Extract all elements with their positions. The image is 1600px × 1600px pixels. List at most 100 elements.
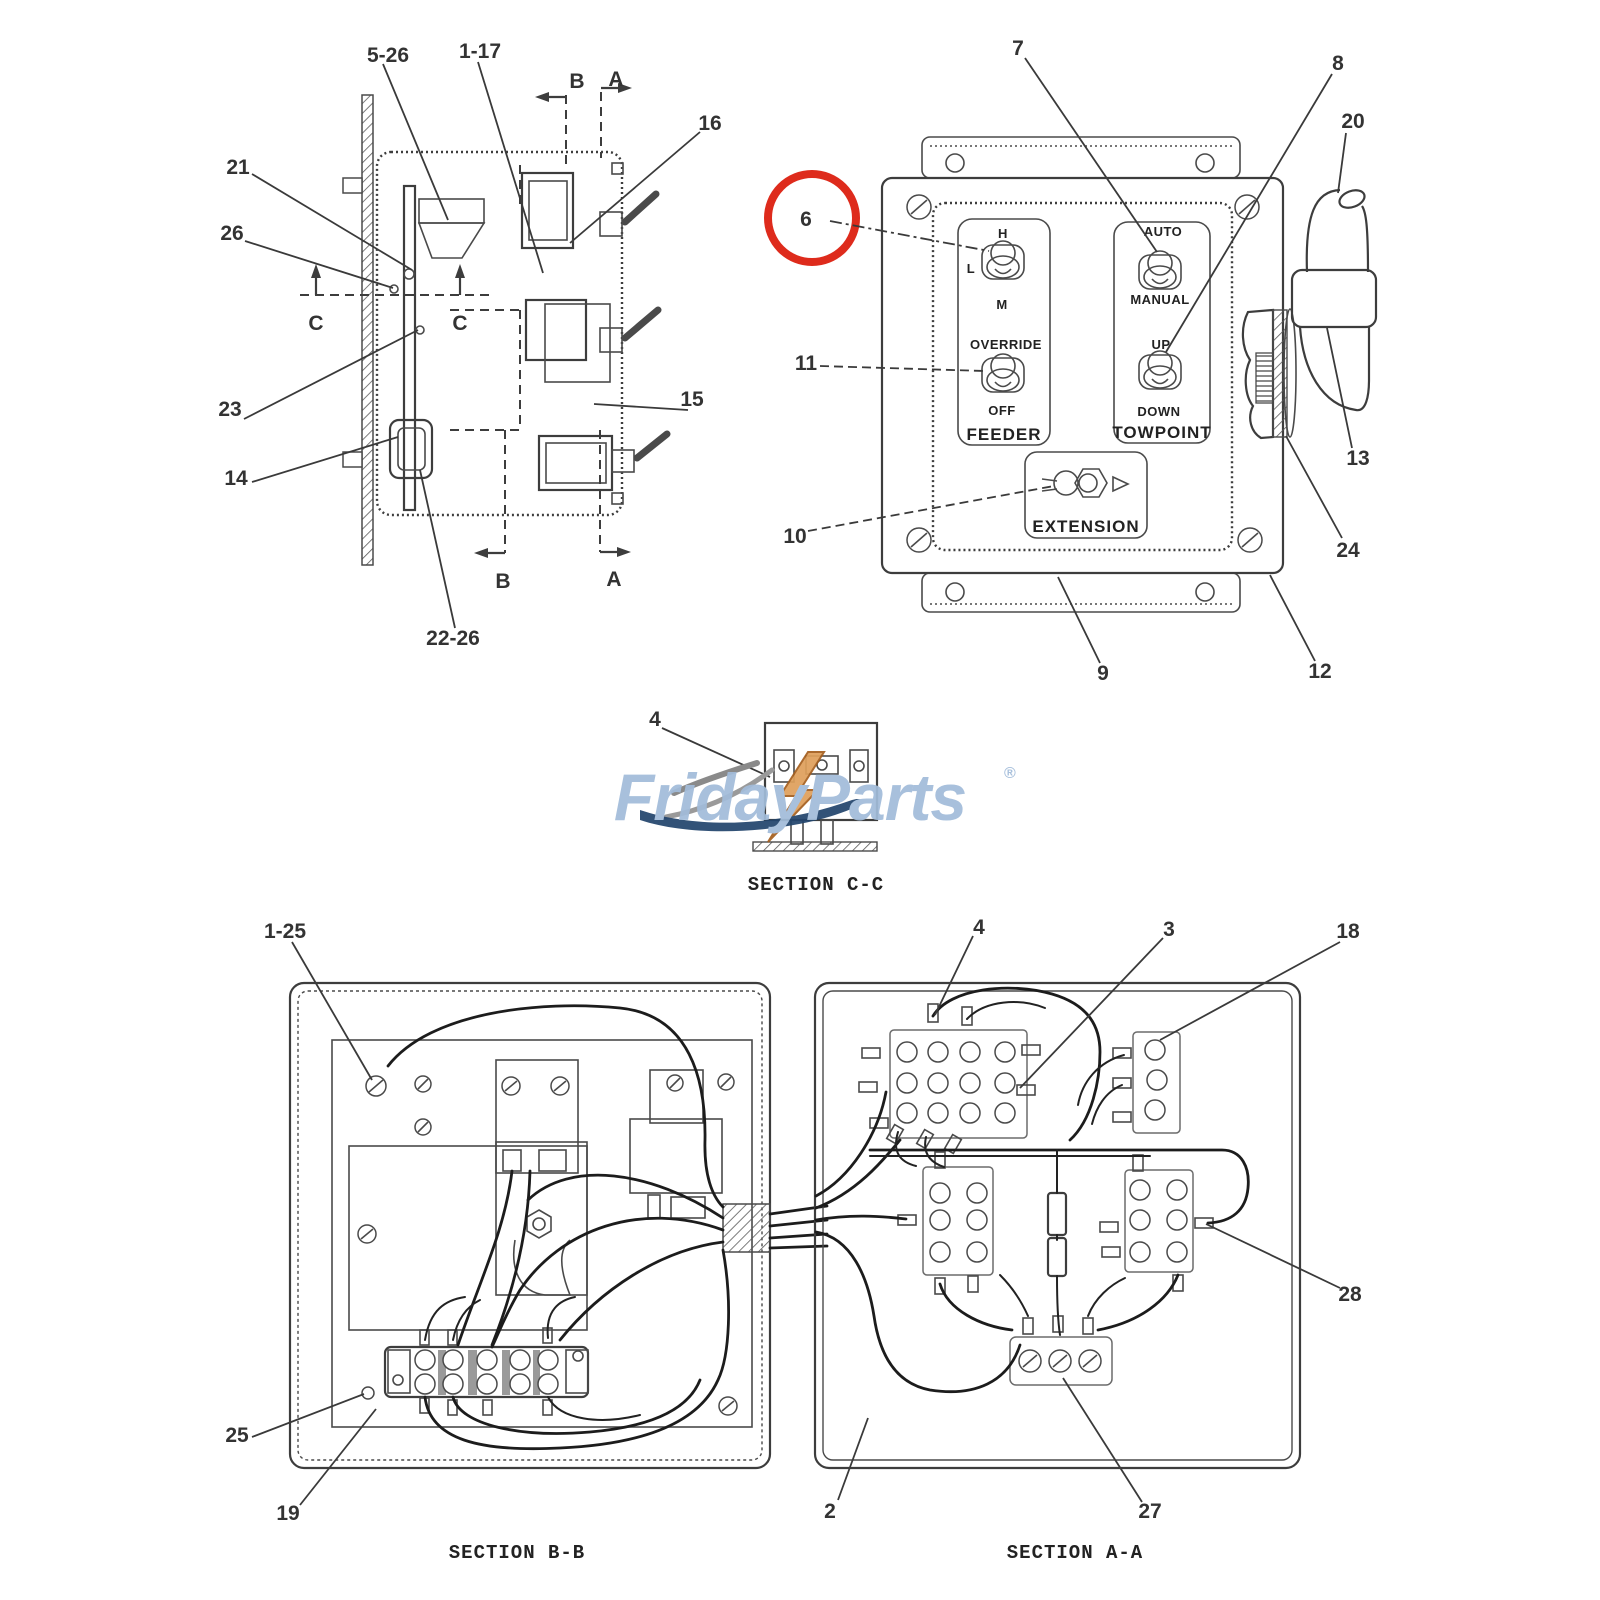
- aa-block-top-left: [858, 1003, 1041, 1155]
- callout-aa-4: 4: [973, 916, 985, 939]
- grommet-face: [1283, 308, 1297, 438]
- switch-body-middle: [524, 298, 662, 383]
- feeder-group-box: [957, 218, 1051, 446]
- elbow-opening: [1338, 189, 1366, 209]
- leader-aa-18: [1159, 941, 1341, 1041]
- panel-corner-screws: [906, 194, 1263, 553]
- interbox-wires: [768, 1204, 829, 1250]
- label-off: OFF: [988, 403, 1016, 418]
- cable-assembly: [1241, 188, 1378, 440]
- callout-22-26: 22-26: [426, 627, 480, 650]
- aa-box-outer: [813, 981, 1302, 1470]
- aa-block-top-right: [1112, 1031, 1181, 1134]
- callout-7: 7: [1012, 37, 1024, 60]
- harness-connector: [388, 418, 434, 480]
- callout-c-left: C: [308, 312, 323, 335]
- bb-harness-wires: [386, 1004, 730, 1451]
- label-down: DOWN: [1137, 404, 1180, 419]
- corner-bracket-bottom: [611, 492, 624, 505]
- switch-body-top: [520, 171, 660, 250]
- leader-aa-27: [1062, 1377, 1143, 1503]
- panel-face-plate: [880, 176, 1285, 575]
- callout-20: 20: [1341, 110, 1364, 133]
- callout-aa-3: 3: [1163, 918, 1175, 941]
- toggle-auto-manual: [1138, 250, 1182, 290]
- section-bb-title: SECTION B-B: [449, 1542, 585, 1564]
- leader-aa-4: [934, 935, 974, 1016]
- callout-25: 25: [225, 1424, 249, 1447]
- bushing: [1255, 352, 1274, 404]
- leader-aa-2: [837, 1417, 869, 1501]
- bb-back-panel: [331, 1039, 753, 1428]
- red-highlight-circle: [764, 170, 860, 266]
- bb-relay-bracket: [495, 1059, 579, 1174]
- side-section-view: 5-26 1-17 B A 16 21 26 C C 23 15 14 B A …: [218, 40, 721, 650]
- section-aa-view: 4 3 18 28 2 27 SECTION A-A: [813, 916, 1362, 1564]
- bb-cable-gland: [722, 1203, 771, 1253]
- callout-cc-4: 4: [649, 708, 661, 731]
- logo-swoosh: [640, 798, 862, 832]
- callout-aa-28: 28: [1338, 1283, 1362, 1306]
- callout-19: 19: [276, 1502, 299, 1525]
- aa-block-bottom: [1009, 1315, 1113, 1386]
- label-l: L: [967, 261, 975, 276]
- callout-c-right: C: [452, 312, 467, 335]
- callout-1-17: 1-17: [459, 40, 501, 63]
- callout-a-top: A: [608, 68, 623, 91]
- mounting-tab-bottom: [921, 572, 1241, 613]
- callout-21: 21: [226, 156, 250, 179]
- callout-12: 12: [1308, 660, 1331, 683]
- aa-box-inner: [822, 990, 1293, 1461]
- panel-leaders: [807, 57, 1353, 664]
- callout-14: 14: [224, 467, 248, 490]
- grommet-flange: [1241, 308, 1275, 440]
- aa-harness-wires: [814, 986, 1250, 1394]
- callout-10: 10: [783, 525, 806, 548]
- label-h: H: [998, 226, 1008, 241]
- cc-wire-gray-2: [663, 767, 775, 820]
- mounting-tab-top: [921, 136, 1241, 179]
- callout-11: 11: [795, 352, 818, 375]
- callout-aa-18: 18: [1336, 920, 1360, 943]
- elbow-right: [1361, 205, 1370, 273]
- toggle-speed-hlm: [981, 240, 1025, 280]
- control-panel-view: H L M OVERRIDE OFF FEEDER AUTO MANUAL UP…: [764, 37, 1378, 685]
- callout-26: 26: [220, 222, 243, 245]
- label-override: OVERRIDE: [970, 337, 1042, 352]
- aa-block-mid-left: [897, 1151, 994, 1295]
- callout-aa-2: 2: [824, 1500, 836, 1523]
- label-extension: EXTENSION: [1032, 517, 1139, 536]
- callout-13: 13: [1346, 447, 1369, 470]
- callout-16: 16: [698, 112, 721, 135]
- leader-aa-3: [1019, 937, 1164, 1089]
- bb-terminal-strip: [383, 1327, 590, 1416]
- label-towpoint: TOWPOINT: [1112, 423, 1211, 442]
- side-view-leaders: [243, 61, 701, 629]
- callout-24: 24: [1336, 539, 1360, 562]
- extension-group-box: [1024, 451, 1148, 539]
- mounting-wall-plate: [361, 94, 374, 566]
- connector-boot: [1290, 268, 1378, 329]
- section-arrows: [300, 83, 632, 558]
- label-m: M: [996, 297, 1007, 312]
- leader-25: [251, 1393, 365, 1438]
- callout-9: 9: [1097, 662, 1109, 685]
- cc-wire-gray-1: [671, 760, 760, 796]
- callout-15: 15: [680, 388, 704, 411]
- section-cc-title: SECTION C-C: [748, 874, 884, 896]
- callout-8: 8: [1332, 52, 1344, 75]
- callout-b-bottom: B: [495, 570, 510, 593]
- corner-bracket-top: [611, 162, 624, 175]
- label-auto: AUTO: [1144, 224, 1183, 239]
- leader-1-25: [291, 941, 373, 1081]
- bb-relay: [629, 1069, 723, 1219]
- bb-panel-screws: [357, 1073, 738, 1416]
- logo-registered-mark: ®: [1004, 765, 1016, 782]
- inner-plate: [402, 184, 417, 512]
- leader-19: [299, 1408, 377, 1506]
- wall-screws: [342, 177, 363, 468]
- section-aa-title: SECTION A-A: [1007, 1542, 1143, 1564]
- watermark: FridayParts ®: [614, 751, 1016, 843]
